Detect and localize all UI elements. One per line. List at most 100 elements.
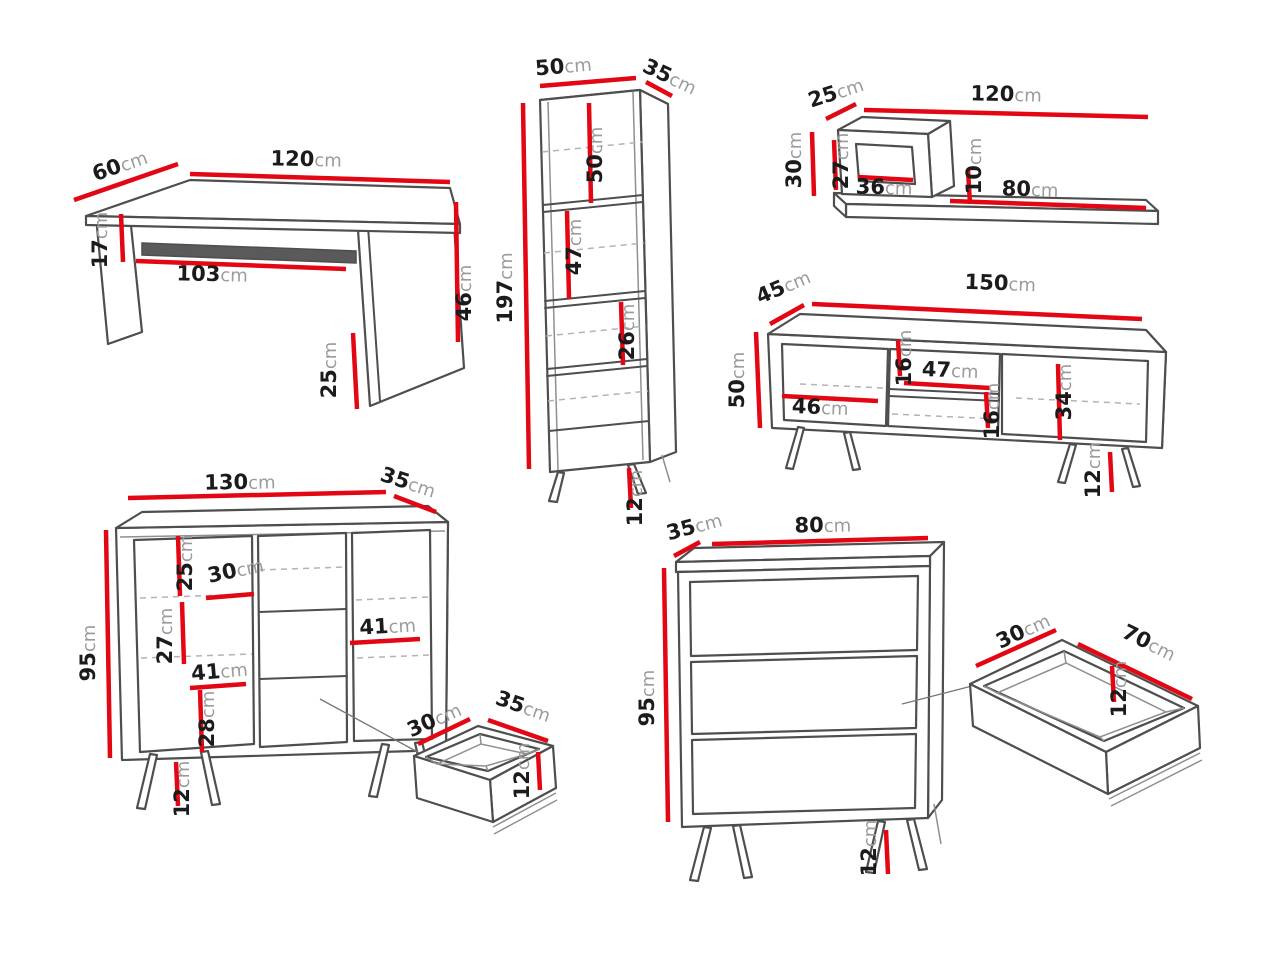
tv-depth-label: 45cm [752, 264, 814, 308]
desk-inner-width-line [135, 258, 347, 272]
cabinet-shelf-2 [544, 290, 646, 309]
shelf-inner-width-label: 36cm [856, 175, 913, 200]
chest-leg-3 [864, 819, 887, 875]
tv-niche-bottom-label: 16cm [980, 383, 1004, 440]
large-drawer-front-face [968, 682, 1110, 796]
desk-width-label: 120cm [270, 146, 342, 171]
small-drawer-height-line [535, 751, 543, 791]
shelf-inner-height-line [831, 139, 839, 191]
tv-right-door [1000, 352, 1150, 444]
tv-hidden-lines [799, 383, 1141, 420]
desk-apron-line [118, 213, 126, 263]
cabinet-top-section-label: 50cm [583, 127, 607, 184]
cabinet-shelf-3 [546, 358, 648, 377]
shelf-drop-label: 10cm [962, 138, 986, 195]
desk-right-panel-edge [367, 225, 381, 402]
small-drawer-slides [492, 792, 558, 835]
sideboard-dimensions: 130cm 35cm 95cm 25cm 30cm 27cm 41cm 41cm… [76, 462, 438, 817]
tv-leg-4 [1120, 446, 1142, 489]
tv-door-height-line [1055, 363, 1063, 441]
sideboard-top-face [114, 504, 450, 530]
sideboard-depth-line [393, 493, 437, 515]
chest-leg-2 [731, 823, 754, 880]
cabinet-inner-frame [547, 91, 644, 471]
sideboard-door-width-label: 41cm [359, 613, 417, 640]
desk-height-line [453, 201, 461, 343]
sideboard-leg-2 [199, 749, 222, 807]
shelf-width-line [863, 107, 1149, 120]
tv-niche-width-label: 47cm [922, 357, 979, 383]
large-drawer-height-line [1109, 665, 1117, 703]
sideboard-drawer-callout [319, 698, 426, 757]
cabinet-width-line [539, 75, 637, 89]
cabinet-leg-line [626, 467, 634, 509]
sideboard-leg-3 [367, 742, 391, 799]
desk-inner-width-label: 103cm [176, 261, 248, 286]
shelf-drop-line [965, 169, 973, 205]
shelf-width-label: 120cm [970, 81, 1042, 106]
large-drawer-width-line [1077, 641, 1193, 702]
desk-width-line [189, 171, 451, 185]
tv-door-width-line [781, 393, 879, 404]
tv-leg-line [1107, 451, 1115, 493]
small-drawer-floor [425, 733, 540, 772]
shelf-depth-line [824, 101, 858, 122]
shelf-height-label: 30cm [782, 132, 806, 189]
wall-shelf-dimensions: 25cm 120cm 30cm 27cm 36cm 10cm 80cm [782, 72, 1149, 211]
tall-cabinet-drawing [538, 88, 678, 504]
shelf-height-line [809, 131, 817, 197]
desk-rail [141, 242, 357, 264]
shelf-shelf-width-label: 80cm [1002, 177, 1059, 202]
large-drawer-width-label: 70cm [1118, 620, 1179, 666]
sideboard-drawer-divisions [258, 608, 348, 680]
small-drawer-front-face [412, 754, 495, 824]
chest-height-line [661, 567, 671, 823]
tv-niche-top-label: 16cm [892, 330, 916, 387]
shelf-inner-width-line [857, 174, 914, 183]
sideboard-left-door [132, 534, 256, 754]
tv-height-label: 50cm [725, 352, 749, 409]
sideboard-drawer-width-line [205, 591, 255, 601]
large-drawer-depth-line [975, 627, 1057, 669]
tv-niche-bottom-line [983, 391, 991, 429]
cabinet-lower-shelf-label: 26cm [615, 304, 639, 361]
chest-drawer-3 [690, 732, 918, 816]
tv-leg-2 [842, 430, 862, 472]
chest-width-line [711, 535, 929, 547]
sideboard-leg-1 [135, 752, 159, 811]
desk-depth-label: 60cm [89, 145, 150, 186]
tv-door-height-label: 34cm [1052, 364, 1076, 421]
large-drawer-floor [983, 650, 1185, 742]
chest-drawer-1 [688, 574, 920, 658]
chest-dimensions: 35cm 80cm 95cm 12cm [635, 510, 929, 876]
shelf-depth-label: 25cm [805, 72, 866, 112]
sideboard-leg-line [173, 761, 181, 807]
tv-niche-width-line [903, 380, 991, 391]
sideboard-height-label: 95cm [76, 625, 100, 682]
small-drawer-depth-line [417, 716, 471, 747]
desk-apron-label: 17cm [88, 212, 112, 269]
sideboard-bottom-section-line [197, 689, 205, 753]
tv-width-line [811, 301, 1143, 322]
sideboard-hidden-shelves [139, 566, 431, 659]
cabinet-leg-back [661, 454, 671, 483]
tv-stand-drawing [766, 312, 1168, 489]
sideboard-drawing [114, 504, 450, 811]
sideboard-drawer-height-line [189, 681, 247, 691]
cabinet-height-line [520, 102, 532, 470]
sideboard-height-line [103, 529, 113, 759]
sideboard-top-section-line [175, 535, 183, 597]
chest-leg-4 [905, 817, 929, 872]
tall-cabinet-dimensions: 50cm 35cm 50cm 47cm 26cm 197cm 12cm [493, 54, 699, 527]
cabinet-top-section-line [586, 102, 594, 204]
sideboard-drawer-height-label: 41cm [190, 657, 249, 686]
shelf-left-cap [832, 191, 848, 219]
desk-depth-line [73, 161, 179, 203]
large-drawer-height-label: 12cm [1107, 661, 1131, 718]
tv-niche-shelf [888, 388, 1000, 402]
desk-side-line [350, 332, 360, 410]
cabinet-lower-shelf-line [618, 301, 626, 366]
large-drawer-drawing [968, 638, 1203, 807]
small-drawer-height-label: 12cm [510, 743, 534, 800]
